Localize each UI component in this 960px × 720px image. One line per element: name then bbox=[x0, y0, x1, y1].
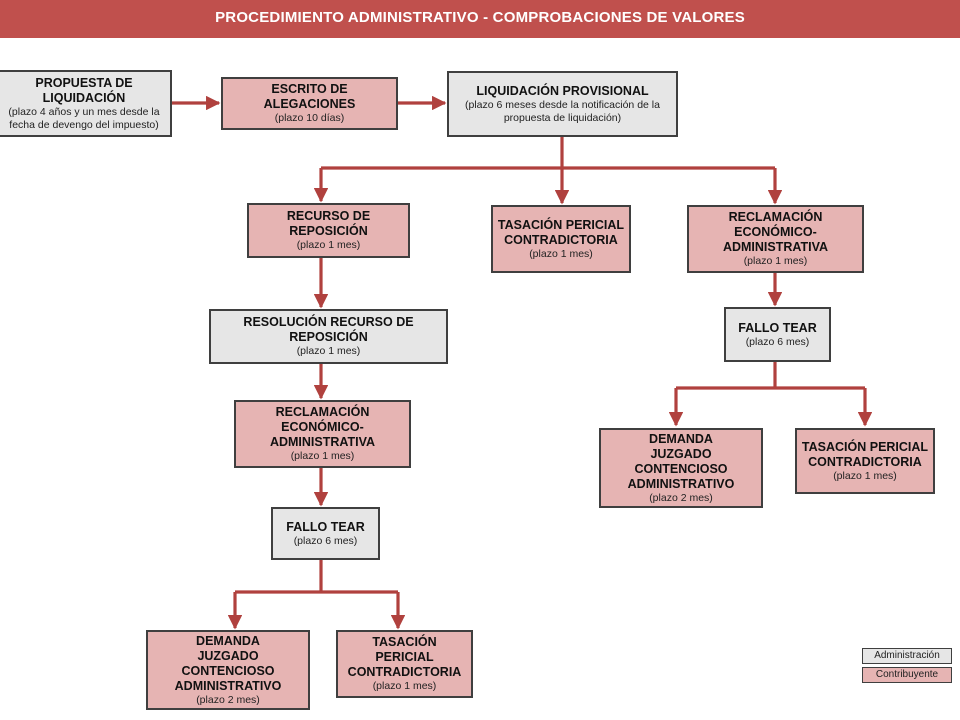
node-tasacion-pericial-3: TASACIÓN PERICIAL CONTRADICTORIA (plazo … bbox=[795, 428, 935, 494]
node-plazo: (plazo 6 meses desde la notificación de … bbox=[465, 98, 660, 124]
node-escrito-alegaciones: ESCRITO DE ALEGACIONES (plazo 10 días) bbox=[221, 77, 398, 130]
node-plazo: (plazo 10 días) bbox=[274, 112, 345, 124]
node-plazo: (plazo 6 mes) bbox=[293, 534, 358, 547]
node-tasacion-pericial-1: TASACIÓN PERICIAL CONTRADICTORIA (plazo … bbox=[491, 205, 631, 273]
node-propuesta-liquidacion: PROPUESTA DE LIQUIDACIÓN (plazo 4 años y… bbox=[0, 70, 172, 137]
node-title: RESOLUCIÓN RECURSO DE REPOSICIÓN bbox=[243, 315, 414, 344]
node-title: PROPUESTA DE LIQUIDACIÓN bbox=[35, 75, 133, 105]
node-liquidacion-provisional: LIQUIDACIÓN PROVISIONAL (plazo 6 meses d… bbox=[447, 71, 678, 137]
node-fallo-tear-2: FALLO TEAR (plazo 6 mes) bbox=[724, 307, 831, 362]
node-title: LIQUIDACIÓN PROVISIONAL bbox=[476, 83, 649, 98]
node-title: FALLO TEAR bbox=[738, 320, 817, 335]
node-recurso-reposicion: RECURSO DE REPOSICIÓN (plazo 1 mes) bbox=[247, 203, 410, 258]
node-title: RECURSO DE REPOSICIÓN bbox=[286, 209, 371, 238]
node-plazo: (plazo 1 mes) bbox=[296, 345, 361, 357]
node-plazo: (plazo 1 mes) bbox=[743, 255, 808, 267]
node-demanda-juzgado-1: DEMANDA JUZGADO CONTENCIOSO ADMINISTRATI… bbox=[146, 630, 310, 710]
node-title: FALLO TEAR bbox=[286, 519, 365, 534]
header-banner bbox=[0, 0, 960, 38]
node-resolucion-recurso: RESOLUCIÓN RECURSO DE REPOSICIÓN (plazo … bbox=[209, 309, 448, 364]
legend-contribuyente: Contribuyente bbox=[862, 667, 952, 683]
node-plazo: (plazo 1 mes) bbox=[296, 239, 361, 251]
node-title: DEMANDA JUZGADO CONTENCIOSO ADMINISTRATI… bbox=[174, 633, 282, 693]
node-reclamacion-economico-1: RECLAMACIÓN ECONÓMICO-ADMINISTRATIVA (pl… bbox=[687, 205, 864, 273]
node-title: TASACIÓN PERICIAL CONTRADICTORIA bbox=[497, 217, 625, 247]
node-demanda-juzgado-2: DEMANDA JUZGADO CONTENCIOSO ADMINISTRATI… bbox=[599, 428, 763, 508]
node-tasacion-pericial-2: TASACIÓN PERICIAL CONTRADICTORIA (plazo … bbox=[336, 630, 473, 698]
node-plazo: (plazo 1 mes) bbox=[290, 450, 355, 462]
node-title: DEMANDA JUZGADO CONTENCIOSO ADMINISTRATI… bbox=[627, 431, 735, 491]
node-plazo: (plazo 4 años y un mes desde la fecha de… bbox=[8, 105, 160, 131]
node-plazo: (plazo 6 mes) bbox=[745, 335, 810, 348]
node-title: TASACIÓN PERICIAL CONTRADICTORIA bbox=[347, 635, 462, 679]
node-title: TASACIÓN PERICIAL CONTRADICTORIA bbox=[801, 439, 929, 469]
node-title: RECLAMACIÓN ECONÓMICO-ADMINISTRATIVA bbox=[722, 210, 829, 254]
node-title: RECLAMACIÓN ECONÓMICO-ADMINISTRATIVA bbox=[269, 405, 376, 449]
node-plazo: (plazo 1 mes) bbox=[372, 680, 437, 692]
node-plazo: (plazo 2 mes) bbox=[196, 693, 260, 706]
legend-administracion: Administración bbox=[862, 648, 952, 664]
node-plazo: (plazo 1 mes) bbox=[833, 469, 897, 482]
node-fallo-tear-1: FALLO TEAR (plazo 6 mes) bbox=[271, 507, 380, 560]
page-title: PROCEDIMIENTO ADMINISTRATIVO - COMPROBAC… bbox=[215, 9, 745, 26]
node-reclamacion-economico-2: RECLAMACIÓN ECONÓMICO-ADMINISTRATIVA (pl… bbox=[234, 400, 411, 468]
node-title: ESCRITO DE ALEGACIONES bbox=[263, 82, 356, 111]
node-plazo: (plazo 1 mes) bbox=[529, 247, 593, 260]
node-plazo: (plazo 2 mes) bbox=[649, 491, 713, 504]
